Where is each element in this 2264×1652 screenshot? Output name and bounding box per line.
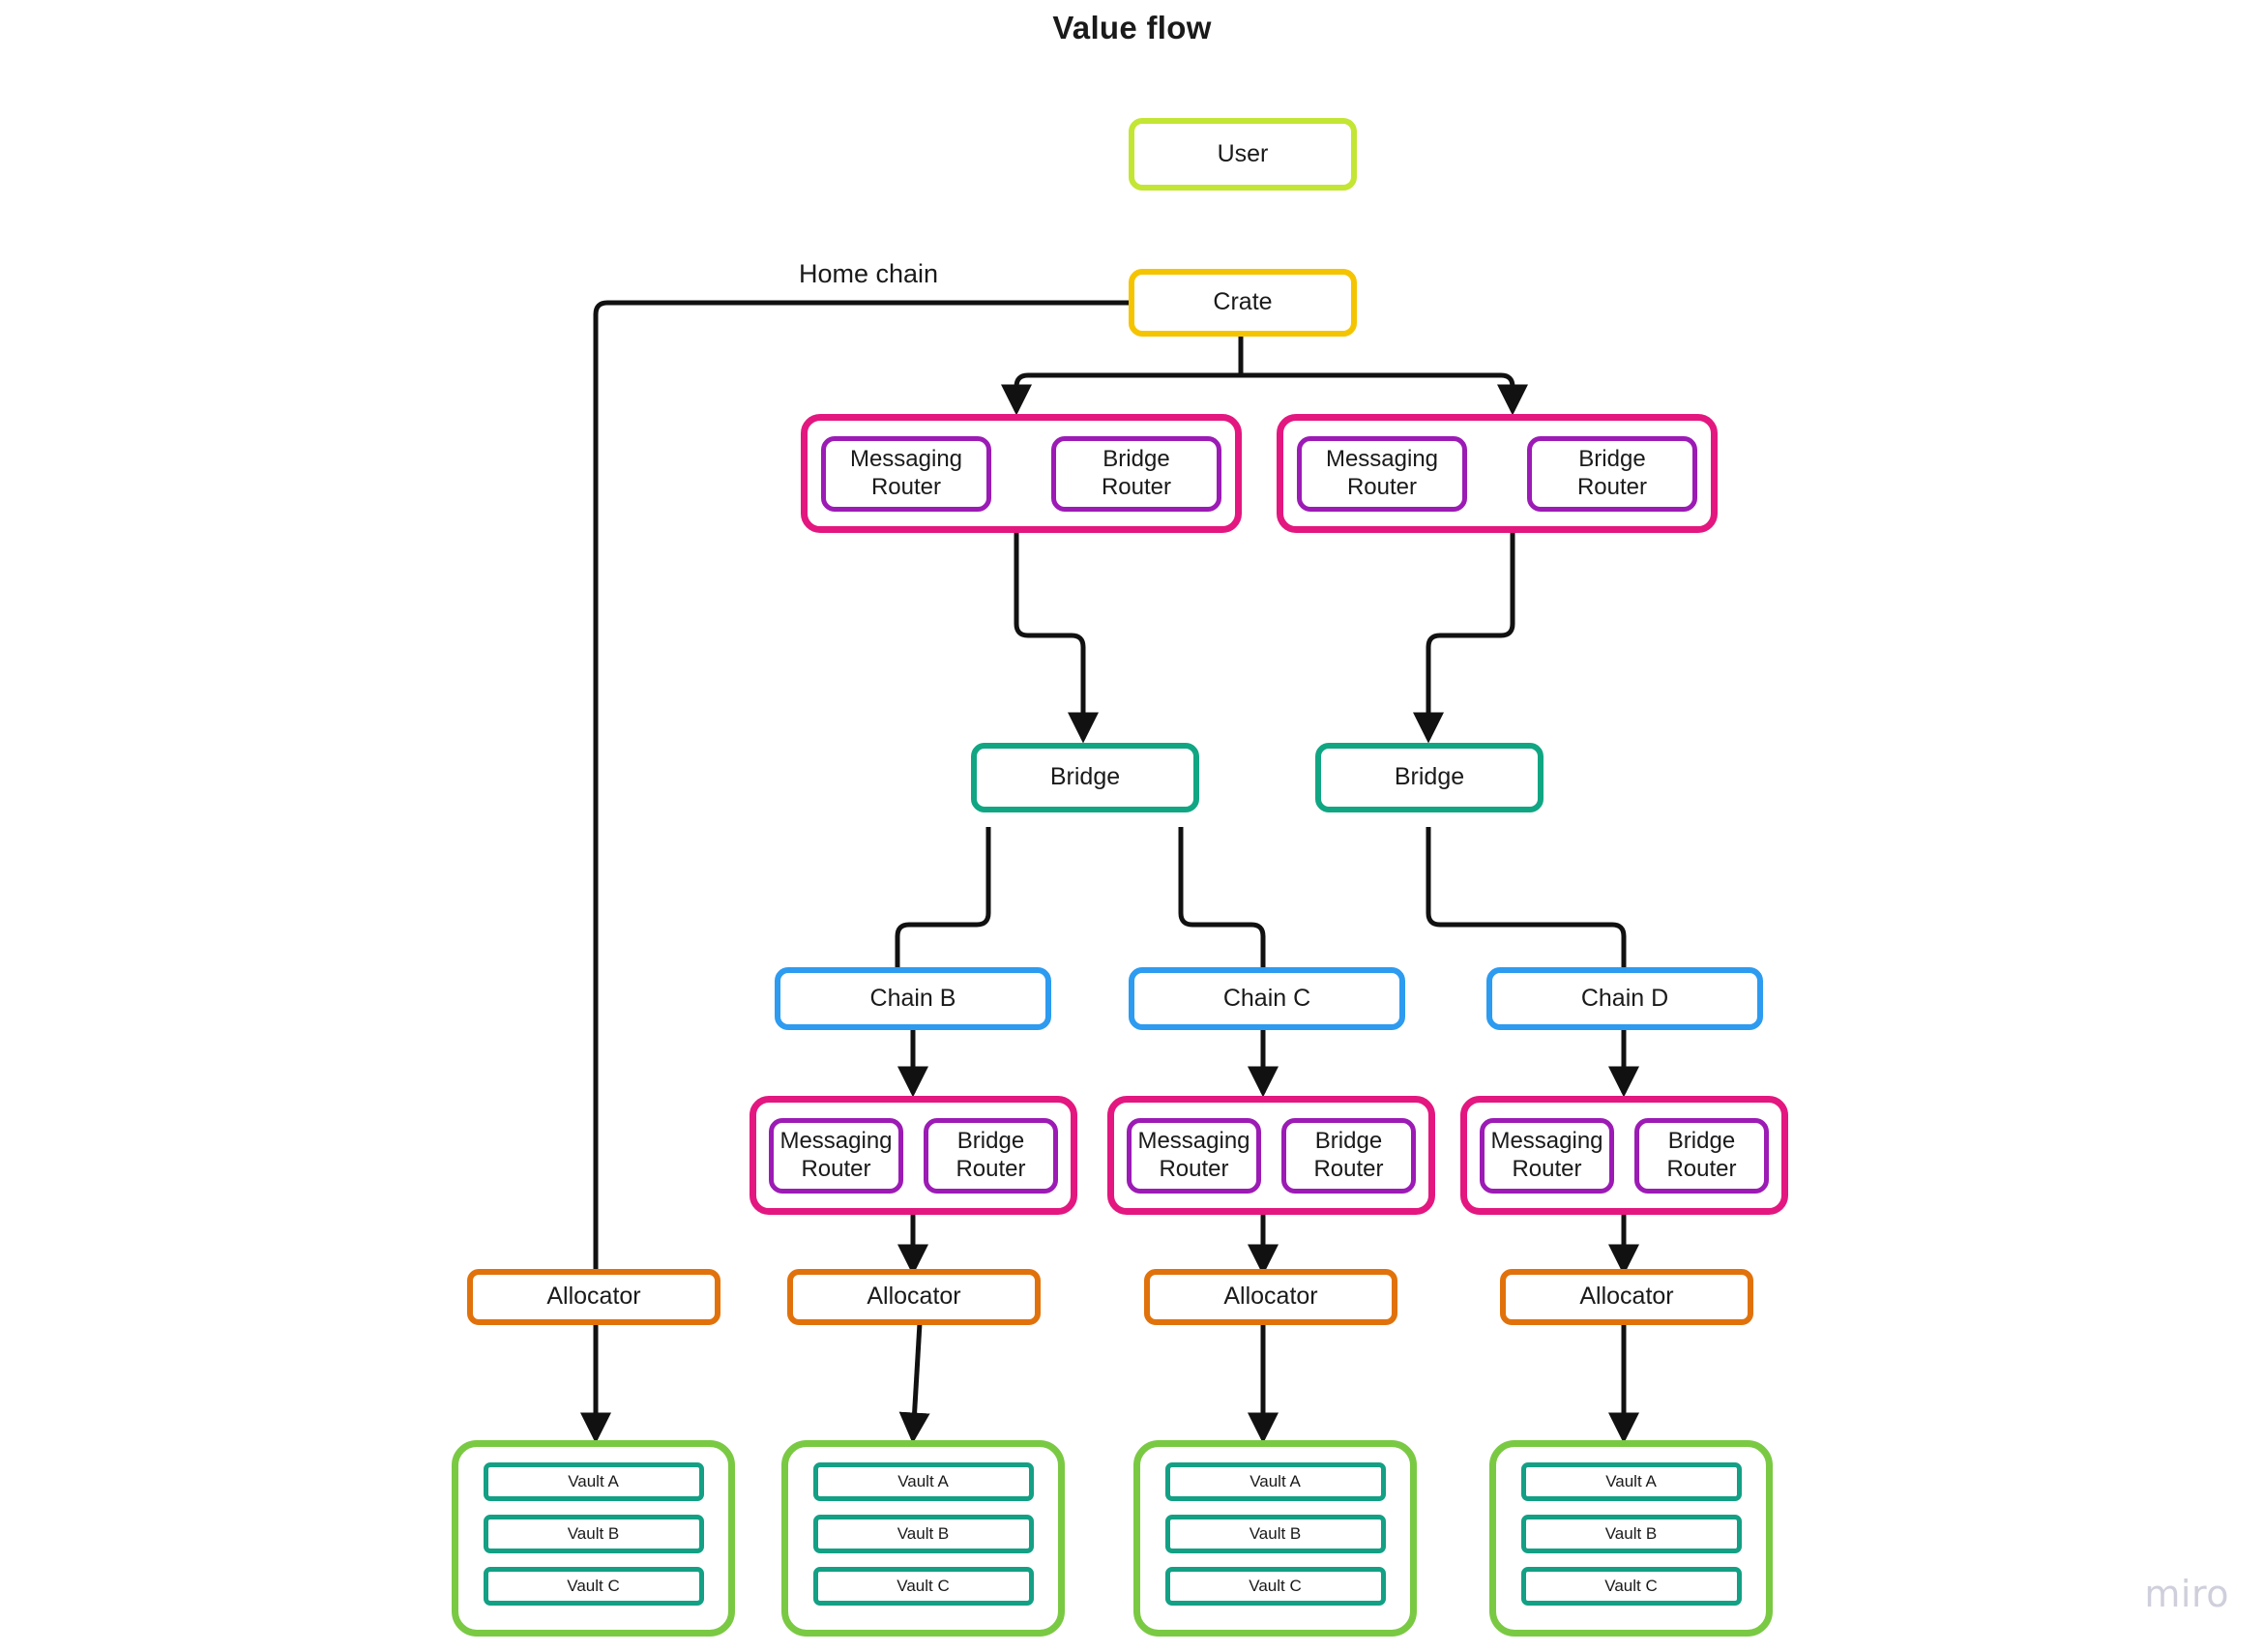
- node-allocator-1[interactable]: Allocator: [467, 1269, 720, 1325]
- node-chain-label: Chain D: [1580, 984, 1669, 1012]
- vault-group-a[interactable]: Vault A Vault B Vault C: [452, 1440, 735, 1637]
- edge-routers-right-to-bridge2: [1412, 533, 1515, 744]
- node-chain-b[interactable]: Chain B: [775, 967, 1051, 1030]
- router-messaging[interactable]: Messaging Router: [769, 1117, 903, 1194]
- edge-split-to-routers-left: [1000, 372, 1033, 416]
- router-group-chain-d[interactable]: Messaging Router Bridge Router: [1460, 1096, 1788, 1215]
- vault-box[interactable]: Vault C: [1520, 1567, 1742, 1606]
- node-allocator-label: Allocator: [867, 1283, 961, 1311]
- router-bridge[interactable]: Bridge Router: [1051, 435, 1221, 512]
- vault-box[interactable]: Vault A: [812, 1462, 1034, 1501]
- vault-box[interactable]: Vault A: [1164, 1462, 1386, 1501]
- node-crate[interactable]: Crate: [1129, 269, 1357, 337]
- edge-routers-left-to-bridge1: [1014, 533, 1100, 744]
- node-allocator-label: Allocator: [546, 1283, 641, 1311]
- node-chain-d[interactable]: Chain D: [1486, 967, 1763, 1030]
- node-user[interactable]: User: [1129, 118, 1357, 191]
- node-bridge-1[interactable]: Bridge: [971, 743, 1199, 812]
- node-bridge-label: Bridge: [1049, 763, 1121, 791]
- router-bridge[interactable]: Bridge Router: [1527, 435, 1697, 512]
- router-messaging[interactable]: Messaging Router: [1297, 435, 1467, 512]
- node-crate-label: Crate: [1213, 288, 1273, 316]
- vault-box[interactable]: Vault B: [812, 1515, 1034, 1553]
- miro-watermark: miro: [2144, 1573, 2229, 1615]
- node-allocator-label: Allocator: [1579, 1283, 1674, 1311]
- router-group-home-left[interactable]: Messaging Router Bridge Router: [801, 414, 1242, 533]
- node-bridge-label: Bridge: [1394, 763, 1465, 791]
- node-chain-c[interactable]: Chain C: [1129, 967, 1405, 1030]
- router-messaging[interactable]: Messaging Router: [821, 435, 991, 512]
- vault-box[interactable]: Vault C: [812, 1567, 1034, 1606]
- edge-split-to-routers-right: [1496, 372, 1529, 416]
- vault-box[interactable]: Vault A: [1520, 1462, 1742, 1501]
- router-group-chain-b[interactable]: Messaging Router Bridge Router: [750, 1096, 1077, 1215]
- node-bridge-2[interactable]: Bridge: [1315, 743, 1544, 812]
- router-bridge[interactable]: Bridge Router: [1281, 1117, 1416, 1194]
- router-messaging[interactable]: Messaging Router: [1127, 1117, 1261, 1194]
- router-group-home-right[interactable]: Messaging Router Bridge Router: [1277, 414, 1718, 533]
- edge-allocator2-to-vaultsB: [898, 1322, 930, 1444]
- page-title: Value flow: [1052, 10, 1212, 45]
- node-allocator-2[interactable]: Allocator: [787, 1269, 1041, 1325]
- node-allocator-label: Allocator: [1223, 1283, 1318, 1311]
- vault-group-b[interactable]: Vault A Vault B Vault C: [781, 1440, 1065, 1637]
- home-chain-label: Home chain: [799, 259, 939, 288]
- vault-box[interactable]: Vault A: [483, 1462, 704, 1501]
- node-allocator-3[interactable]: Allocator: [1144, 1269, 1397, 1325]
- node-chain-label: Chain B: [869, 984, 956, 1012]
- node-allocator-4[interactable]: Allocator: [1500, 1269, 1753, 1325]
- vault-box[interactable]: Vault C: [483, 1567, 704, 1606]
- router-messaging[interactable]: Messaging Router: [1480, 1117, 1614, 1194]
- node-chain-label: Chain C: [1222, 984, 1311, 1012]
- vault-box[interactable]: Vault B: [483, 1515, 704, 1553]
- router-bridge[interactable]: Bridge Router: [924, 1117, 1058, 1194]
- vault-group-d[interactable]: Vault A Vault B Vault C: [1489, 1440, 1773, 1637]
- node-user-label: User: [1217, 139, 1269, 167]
- router-group-chain-c[interactable]: Messaging Router Bridge Router: [1107, 1096, 1435, 1215]
- vault-box[interactable]: Vault B: [1520, 1515, 1742, 1553]
- router-bridge[interactable]: Bridge Router: [1634, 1117, 1769, 1194]
- vault-box[interactable]: Vault B: [1164, 1515, 1386, 1553]
- vault-group-c[interactable]: Vault A Vault B Vault C: [1133, 1440, 1417, 1637]
- vault-box[interactable]: Vault C: [1164, 1567, 1386, 1606]
